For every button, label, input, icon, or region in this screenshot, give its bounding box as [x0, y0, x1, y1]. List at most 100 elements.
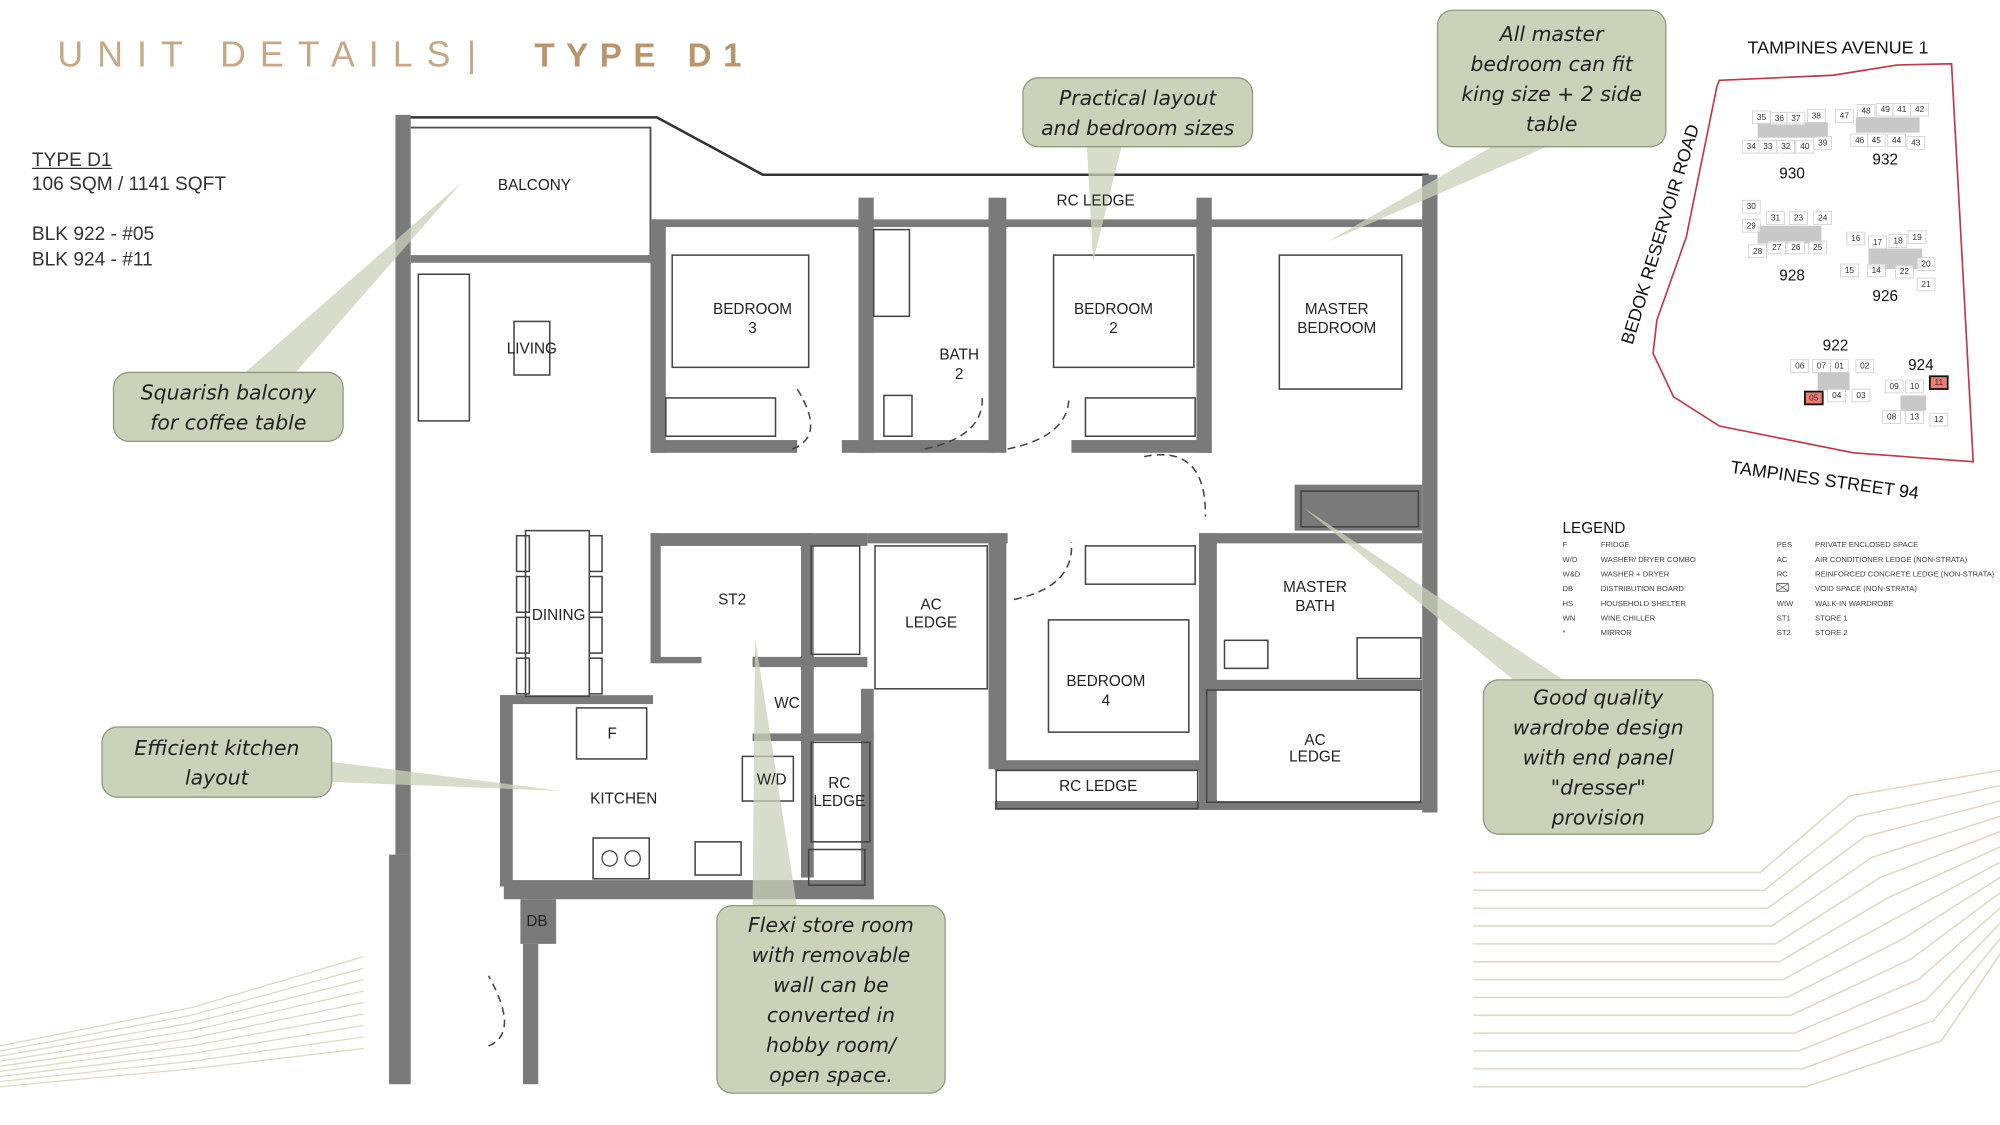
wall	[752, 733, 874, 742]
callout-pointer	[1326, 142, 1557, 243]
unit-number: 24	[1818, 213, 1828, 223]
unit-number: 12	[1934, 414, 1944, 424]
wall	[1205, 679, 1423, 691]
room-labels: BALCONY LIVING BEDROOM 3 BATH 2 BEDROOM …	[498, 177, 1376, 930]
unit-number: 28	[1753, 246, 1763, 256]
unit-number: 35	[1757, 112, 1767, 122]
wall	[650, 533, 868, 546]
site-unit	[1887, 133, 1906, 148]
room-kitchen: KITCHEN	[590, 791, 657, 808]
wall	[1294, 484, 1423, 531]
legend-label: HOUSEHOLD SHELTER	[1601, 599, 1687, 608]
legend-label: WASHER/ DRYER COMBO	[1601, 555, 1696, 564]
callout-pointer	[242, 182, 462, 375]
room-bedroom4-number: 4	[1102, 692, 1111, 709]
site-plan: TAMPINES AVENUE 1 BEDOK RESERVOIR ROAD T…	[1617, 38, 1975, 503]
sofa	[417, 273, 471, 422]
door-swing	[791, 388, 812, 450]
deco-line	[1473, 800, 2000, 909]
site-unit	[1846, 231, 1866, 246]
room-ac-ledge-mid-2: LEDGE	[905, 615, 957, 632]
room-bedroom2-number: 2	[1109, 320, 1118, 337]
legend-code: AC	[1777, 555, 1788, 564]
site-unit	[1907, 230, 1927, 245]
wardrobe	[1300, 490, 1420, 528]
wall	[650, 440, 798, 453]
deco-line	[1473, 861, 2000, 981]
site-unit	[1856, 104, 1876, 118]
legend-label: PRIVATE ENCLOSED SPACE	[1815, 540, 1918, 549]
site-unit	[1786, 240, 1806, 255]
dining-chair	[515, 616, 531, 654]
site-unit	[1895, 264, 1914, 279]
site-unit	[1813, 136, 1833, 150]
wall	[1198, 533, 1217, 802]
callout-text: with end panel	[1523, 746, 1675, 770]
unit-number: 22	[1900, 266, 1910, 276]
room-bedroom3: BEDROOM	[713, 301, 792, 318]
room-master-bath-2: BATH	[1295, 598, 1335, 615]
site-unit	[1741, 199, 1761, 214]
door-swing	[924, 395, 983, 450]
legend-label: AIR CONDITIONER LEDGE (NON-STRATA)	[1815, 555, 1968, 564]
legend-label: STORE 1	[1815, 614, 1848, 623]
callout-box	[112, 371, 344, 442]
deco-line	[0, 978, 364, 1057]
wall	[650, 533, 661, 661]
site-unit	[1786, 111, 1806, 126]
room-dining: DINING	[532, 607, 586, 624]
legend-code: PES	[1777, 540, 1792, 549]
unit-number: 13	[1910, 412, 1920, 422]
deco-line	[1473, 846, 2000, 963]
site-boundary	[1652, 62, 1975, 463]
highlighted-unit	[1803, 390, 1824, 406]
site-unit	[1905, 410, 1924, 424]
dining-chair	[588, 616, 603, 654]
walls	[389, 114, 1438, 1085]
legend-label: DISTRIBUTION BOARD	[1601, 584, 1685, 593]
callout-pointer	[752, 637, 798, 909]
site-unit	[1808, 240, 1827, 255]
site-unit	[1790, 359, 1810, 373]
legend-code: W&D	[1563, 570, 1581, 579]
site-unit	[1829, 359, 1849, 373]
basin	[1223, 639, 1269, 670]
unit-number: 27	[1772, 242, 1782, 252]
balcony-roof-outline	[403, 116, 1429, 177]
site-unit	[1840, 263, 1859, 278]
room-bedroom2: BEDROOM	[1074, 301, 1153, 318]
callout-text: wall can be	[773, 973, 889, 997]
block-number: 928	[1779, 268, 1805, 285]
room-rc-ledge-bottom: RC LEDGE	[1059, 778, 1137, 795]
callout-text: Flexi store room	[748, 913, 914, 937]
block-core	[1757, 122, 1828, 138]
site-unit	[1905, 379, 1924, 394]
dining-chair	[515, 575, 531, 614]
unit-number: 20	[1921, 259, 1931, 269]
site-unit	[1835, 109, 1854, 123]
wall	[500, 695, 513, 887]
wardrobe	[665, 397, 777, 437]
block-number: 922	[1823, 338, 1849, 355]
floor-plan	[389, 114, 1438, 1085]
ac-ledge	[874, 545, 989, 690]
unit-number: 26	[1791, 242, 1801, 252]
unit-number: 40	[1800, 141, 1810, 151]
unit-number: 02	[1860, 361, 1870, 371]
callout-text: bedroom can fit	[1470, 52, 1633, 76]
deco-line	[1473, 830, 2000, 945]
callout-box	[1436, 9, 1667, 148]
room-bath2-number: 2	[955, 366, 964, 383]
unit-number: 17	[1873, 237, 1883, 247]
room-rc-ledge-top: RC LEDGE	[1057, 192, 1135, 209]
wall	[841, 440, 995, 453]
wall	[410, 255, 654, 263]
deco-line	[0, 1036, 364, 1083]
deco-line	[1473, 938, 2000, 1070]
unit-number: 43	[1911, 137, 1921, 147]
callout-text: for coffee table	[150, 411, 306, 435]
sink	[694, 841, 742, 876]
